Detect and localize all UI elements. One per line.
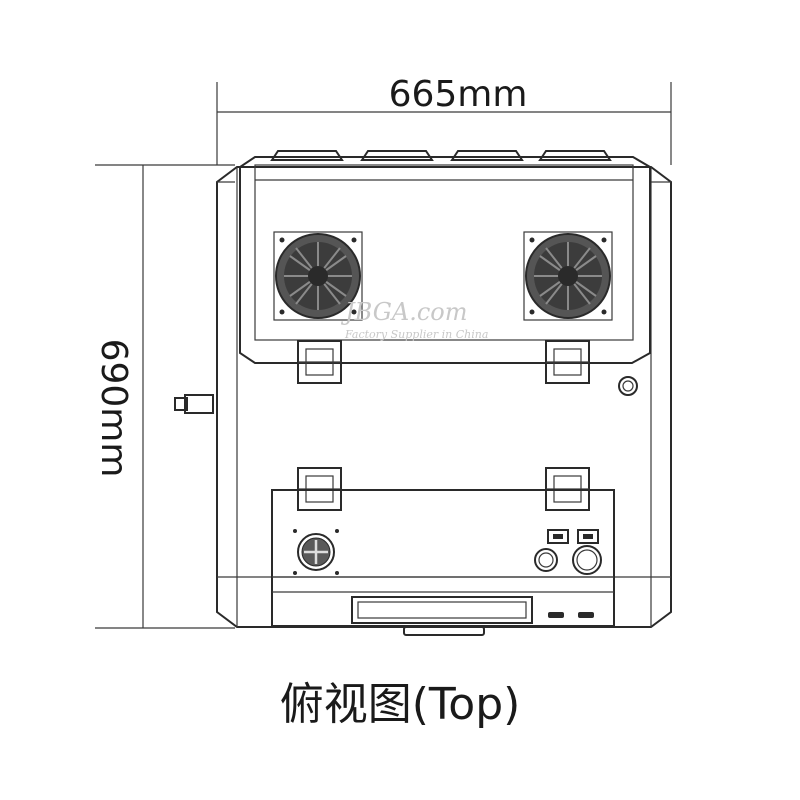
view-caption: 俯视图(Top)	[279, 679, 521, 730]
width-dimension: 665mm	[216, 74, 672, 165]
watermark-brand: JBGA.com	[340, 298, 467, 326]
height-label: 690mm	[93, 339, 134, 478]
side-connector	[174, 394, 214, 414]
width-label: 665mm	[389, 74, 528, 115]
watermark: JBGA.com Factory Supplier in China	[340, 298, 488, 341]
power-connector	[293, 529, 339, 575]
left-fan	[273, 231, 363, 321]
top-clips	[270, 150, 612, 161]
panel-switches	[534, 529, 602, 575]
usb-ports	[548, 612, 594, 618]
front-slot	[351, 596, 533, 636]
machine-body	[216, 166, 672, 628]
upper-hinges	[297, 340, 590, 384]
height-dimension: 690mm	[93, 164, 235, 629]
right-fan	[523, 231, 613, 321]
round-button	[618, 376, 638, 396]
upper-lid	[239, 156, 651, 364]
watermark-tagline: Factory Supplier in China	[344, 328, 488, 341]
